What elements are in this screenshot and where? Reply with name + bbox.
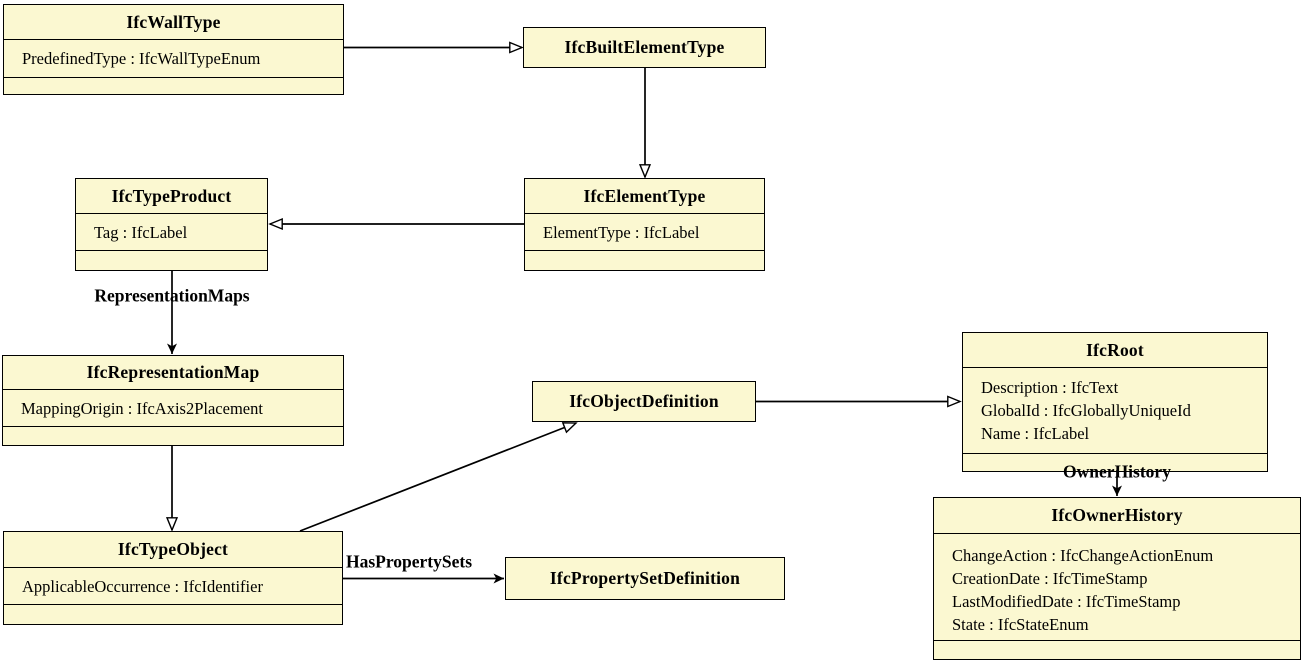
class-attributes: ElementType : IfcLabel bbox=[525, 214, 764, 251]
class-attribute: ElementType : IfcLabel bbox=[543, 222, 700, 242]
class-attribute: State : IfcStateEnum bbox=[952, 615, 1089, 634]
class-attributes: ChangeAction : IfcChangeActionEnum Creat… bbox=[934, 534, 1300, 641]
class-box-ifc-element-type: IfcElementType ElementType : IfcLabel bbox=[524, 178, 765, 271]
class-title: IfcElementType bbox=[525, 179, 764, 214]
class-title: IfcWallType bbox=[4, 5, 343, 40]
class-title: IfcOwnerHistory bbox=[934, 498, 1300, 534]
class-title: IfcTypeObject bbox=[4, 532, 342, 568]
class-title: IfcPropertySetDefinition bbox=[549, 568, 741, 588]
class-box-ifc-owner-history: IfcOwnerHistory ChangeAction : IfcChange… bbox=[933, 497, 1301, 660]
class-box-ifc-root: IfcRoot Description : IfcText GlobalId :… bbox=[962, 332, 1268, 472]
edge-label-representation-maps: RepresentationMaps bbox=[94, 285, 250, 306]
edge-generalization-typeobject-objectdefinition bbox=[299, 423, 576, 532]
class-attributes: ApplicableOccurrence : IfcIdentifier bbox=[4, 568, 342, 605]
class-box-ifc-object-definition: IfcObjectDefinition bbox=[532, 381, 756, 422]
class-box-ifc-property-set-definition: IfcPropertySetDefinition bbox=[505, 557, 785, 600]
class-attribute: ApplicableOccurrence : IfcIdentifier bbox=[22, 576, 263, 596]
edge-label-owner-history: OwnerHistory bbox=[1063, 461, 1171, 482]
class-attribute: ChangeAction : IfcChangeActionEnum bbox=[952, 546, 1214, 565]
class-attribute: Name : IfcLabel bbox=[981, 424, 1090, 443]
class-attributes: MappingOrigin : IfcAxis2Placement bbox=[3, 390, 343, 427]
class-title: IfcRepresentationMap bbox=[3, 356, 343, 390]
class-attribute: Tag : IfcLabel bbox=[94, 222, 188, 242]
class-attributes: Description : IfcText GlobalId : IfcGlob… bbox=[963, 368, 1267, 454]
class-attribute: PredefinedType : IfcWallTypeEnum bbox=[22, 49, 261, 68]
class-title: IfcObjectDefinition bbox=[569, 391, 719, 411]
edge-label-has-property-sets: HasPropertySets bbox=[345, 551, 473, 572]
class-box-ifc-wall-type: IfcWallType PredefinedType : IfcWallType… bbox=[3, 4, 344, 95]
class-attribute: MappingOrigin : IfcAxis2Placement bbox=[21, 398, 263, 418]
class-attribute: Description : IfcText bbox=[981, 378, 1119, 397]
class-attribute: CreationDate : IfcTimeStamp bbox=[952, 569, 1148, 588]
class-box-ifc-type-product: IfcTypeProduct Tag : IfcLabel bbox=[75, 178, 268, 271]
class-attributes: Tag : IfcLabel bbox=[76, 214, 267, 251]
class-attribute: LastModifiedDate : IfcTimeStamp bbox=[952, 592, 1181, 611]
class-title: IfcRoot bbox=[963, 333, 1267, 368]
class-attributes: PredefinedType : IfcWallTypeEnum bbox=[4, 40, 343, 78]
class-title: IfcTypeProduct bbox=[76, 179, 267, 214]
class-box-ifc-representation-map: IfcRepresentationMap MappingOrigin : Ifc… bbox=[2, 355, 344, 446]
class-attribute: GlobalId : IfcGloballyUniqueId bbox=[981, 401, 1191, 420]
class-title: IfcBuiltElementType bbox=[564, 37, 725, 57]
